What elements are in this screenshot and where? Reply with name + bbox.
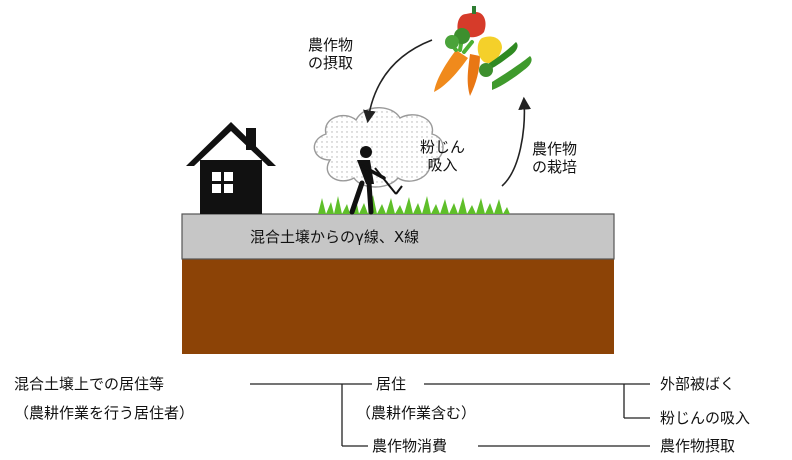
residence-note: （農耕作業含む） [356, 404, 477, 422]
vegetables-icon [434, 6, 532, 96]
grass [318, 195, 510, 214]
residence-node: 居住 [376, 375, 407, 393]
crop-consumption-node: 農作物消費 [372, 437, 448, 455]
dust-cloud-icon [313, 107, 444, 188]
scenario-title: 混合土壌上での居住等 [14, 375, 165, 393]
harvest-label: 農作物 の摂取 [308, 36, 354, 72]
dust-inhalation-node: 粉じんの吸入 [660, 409, 751, 427]
radiation-label: 混合土壌からのγ線、X線 [250, 228, 420, 246]
house-icon [186, 122, 276, 214]
mixed-soil-layer [181, 213, 615, 260]
external-exposure-node: 外部被ばく [660, 375, 736, 393]
soil-layer [182, 259, 614, 354]
cultivation-arrow [501, 96, 532, 187]
flow-connectors [250, 383, 650, 447]
dust-label: 粉じん 吸入 [420, 138, 466, 174]
scenario-subtitle: （農耕作業を行う居住者） [14, 404, 195, 422]
farmer-icon [349, 146, 403, 215]
crop-intake-node: 農作物摂取 [660, 437, 736, 455]
cultivation-label: 農作物 の栽培 [532, 140, 578, 176]
harvest-arrow [363, 39, 433, 124]
